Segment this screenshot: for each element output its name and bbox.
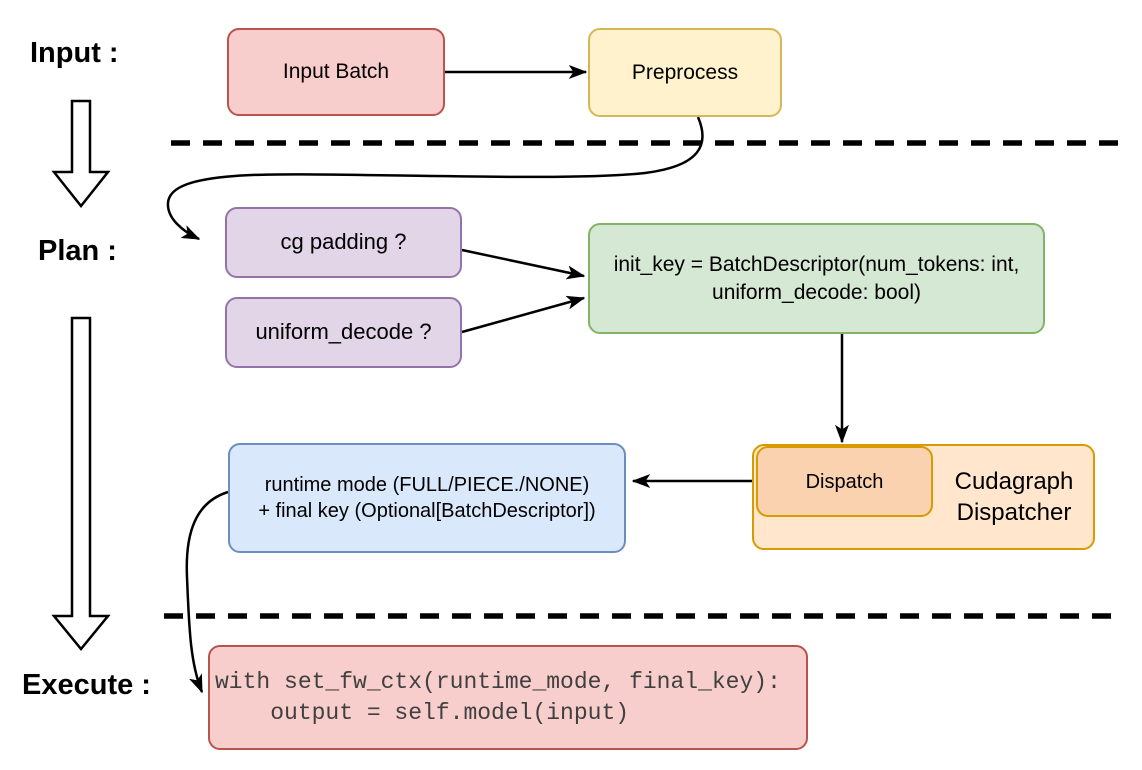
preprocess-node: Preprocess bbox=[588, 28, 782, 117]
runtime-mode-line2: + final key (Optional[BatchDescriptor]) bbox=[258, 500, 596, 522]
init-key-line1: init_key = BatchDescriptor(num_tokens: i… bbox=[613, 253, 1020, 277]
runtime-mode-node: runtime mode (FULL/PIECE./NONE) + final … bbox=[228, 443, 626, 553]
dispatch-label: Dispatch bbox=[805, 470, 884, 493]
uniform-decode-node: uniform_decode ? bbox=[225, 297, 462, 368]
execute-code-node: with set_fw_ctx(runtime_mode, final_key)… bbox=[208, 645, 808, 750]
flow-arrow-runtimemode-execute bbox=[185, 490, 229, 692]
cudagraph-dispatcher-label: Cudagraph Dispatcher bbox=[934, 466, 1094, 528]
input-batch-node: Input Batch bbox=[227, 28, 445, 116]
flow-arrow-cgpadding-initkey bbox=[461, 248, 584, 276]
stage-down-arrow-icon-input bbox=[51, 99, 111, 209]
preprocess-label: Preprocess bbox=[631, 60, 739, 84]
stage-down-arrow-icon-plan bbox=[51, 316, 111, 651]
execute-code-line2: output = self.model(input) bbox=[215, 699, 630, 726]
stage-label-execute: Execute : bbox=[22, 669, 151, 701]
stage-label-plan: Plan : bbox=[38, 235, 117, 267]
cudagraph-dispatcher-line1: Cudagraph bbox=[954, 468, 1074, 495]
init-key-node: init_key = BatchDescriptor(num_tokens: i… bbox=[588, 223, 1045, 334]
cg-padding-node: cg padding ? bbox=[225, 207, 462, 278]
cg-padding-label: cg padding ? bbox=[280, 229, 407, 255]
flow-arrow-uniformdecode-initkey bbox=[461, 298, 584, 334]
execute-code-line1: with set_fw_ctx(runtime_mode, final_key)… bbox=[215, 668, 781, 695]
uniform-decode-label: uniform_decode ? bbox=[255, 319, 432, 345]
input-batch-label: Input Batch bbox=[282, 60, 390, 84]
runtime-mode-line1: runtime mode (FULL/PIECE./NONE) bbox=[264, 474, 590, 496]
init-key-line2: uniform_decode: bool) bbox=[712, 280, 921, 304]
flow-arrow-preprocess-cgpadding bbox=[166, 116, 704, 241]
dispatch-node: Dispatch bbox=[756, 446, 933, 517]
cudagraph-dispatcher-line2: Dispatcher bbox=[956, 499, 1072, 526]
stage-label-input: Input : bbox=[30, 37, 119, 69]
